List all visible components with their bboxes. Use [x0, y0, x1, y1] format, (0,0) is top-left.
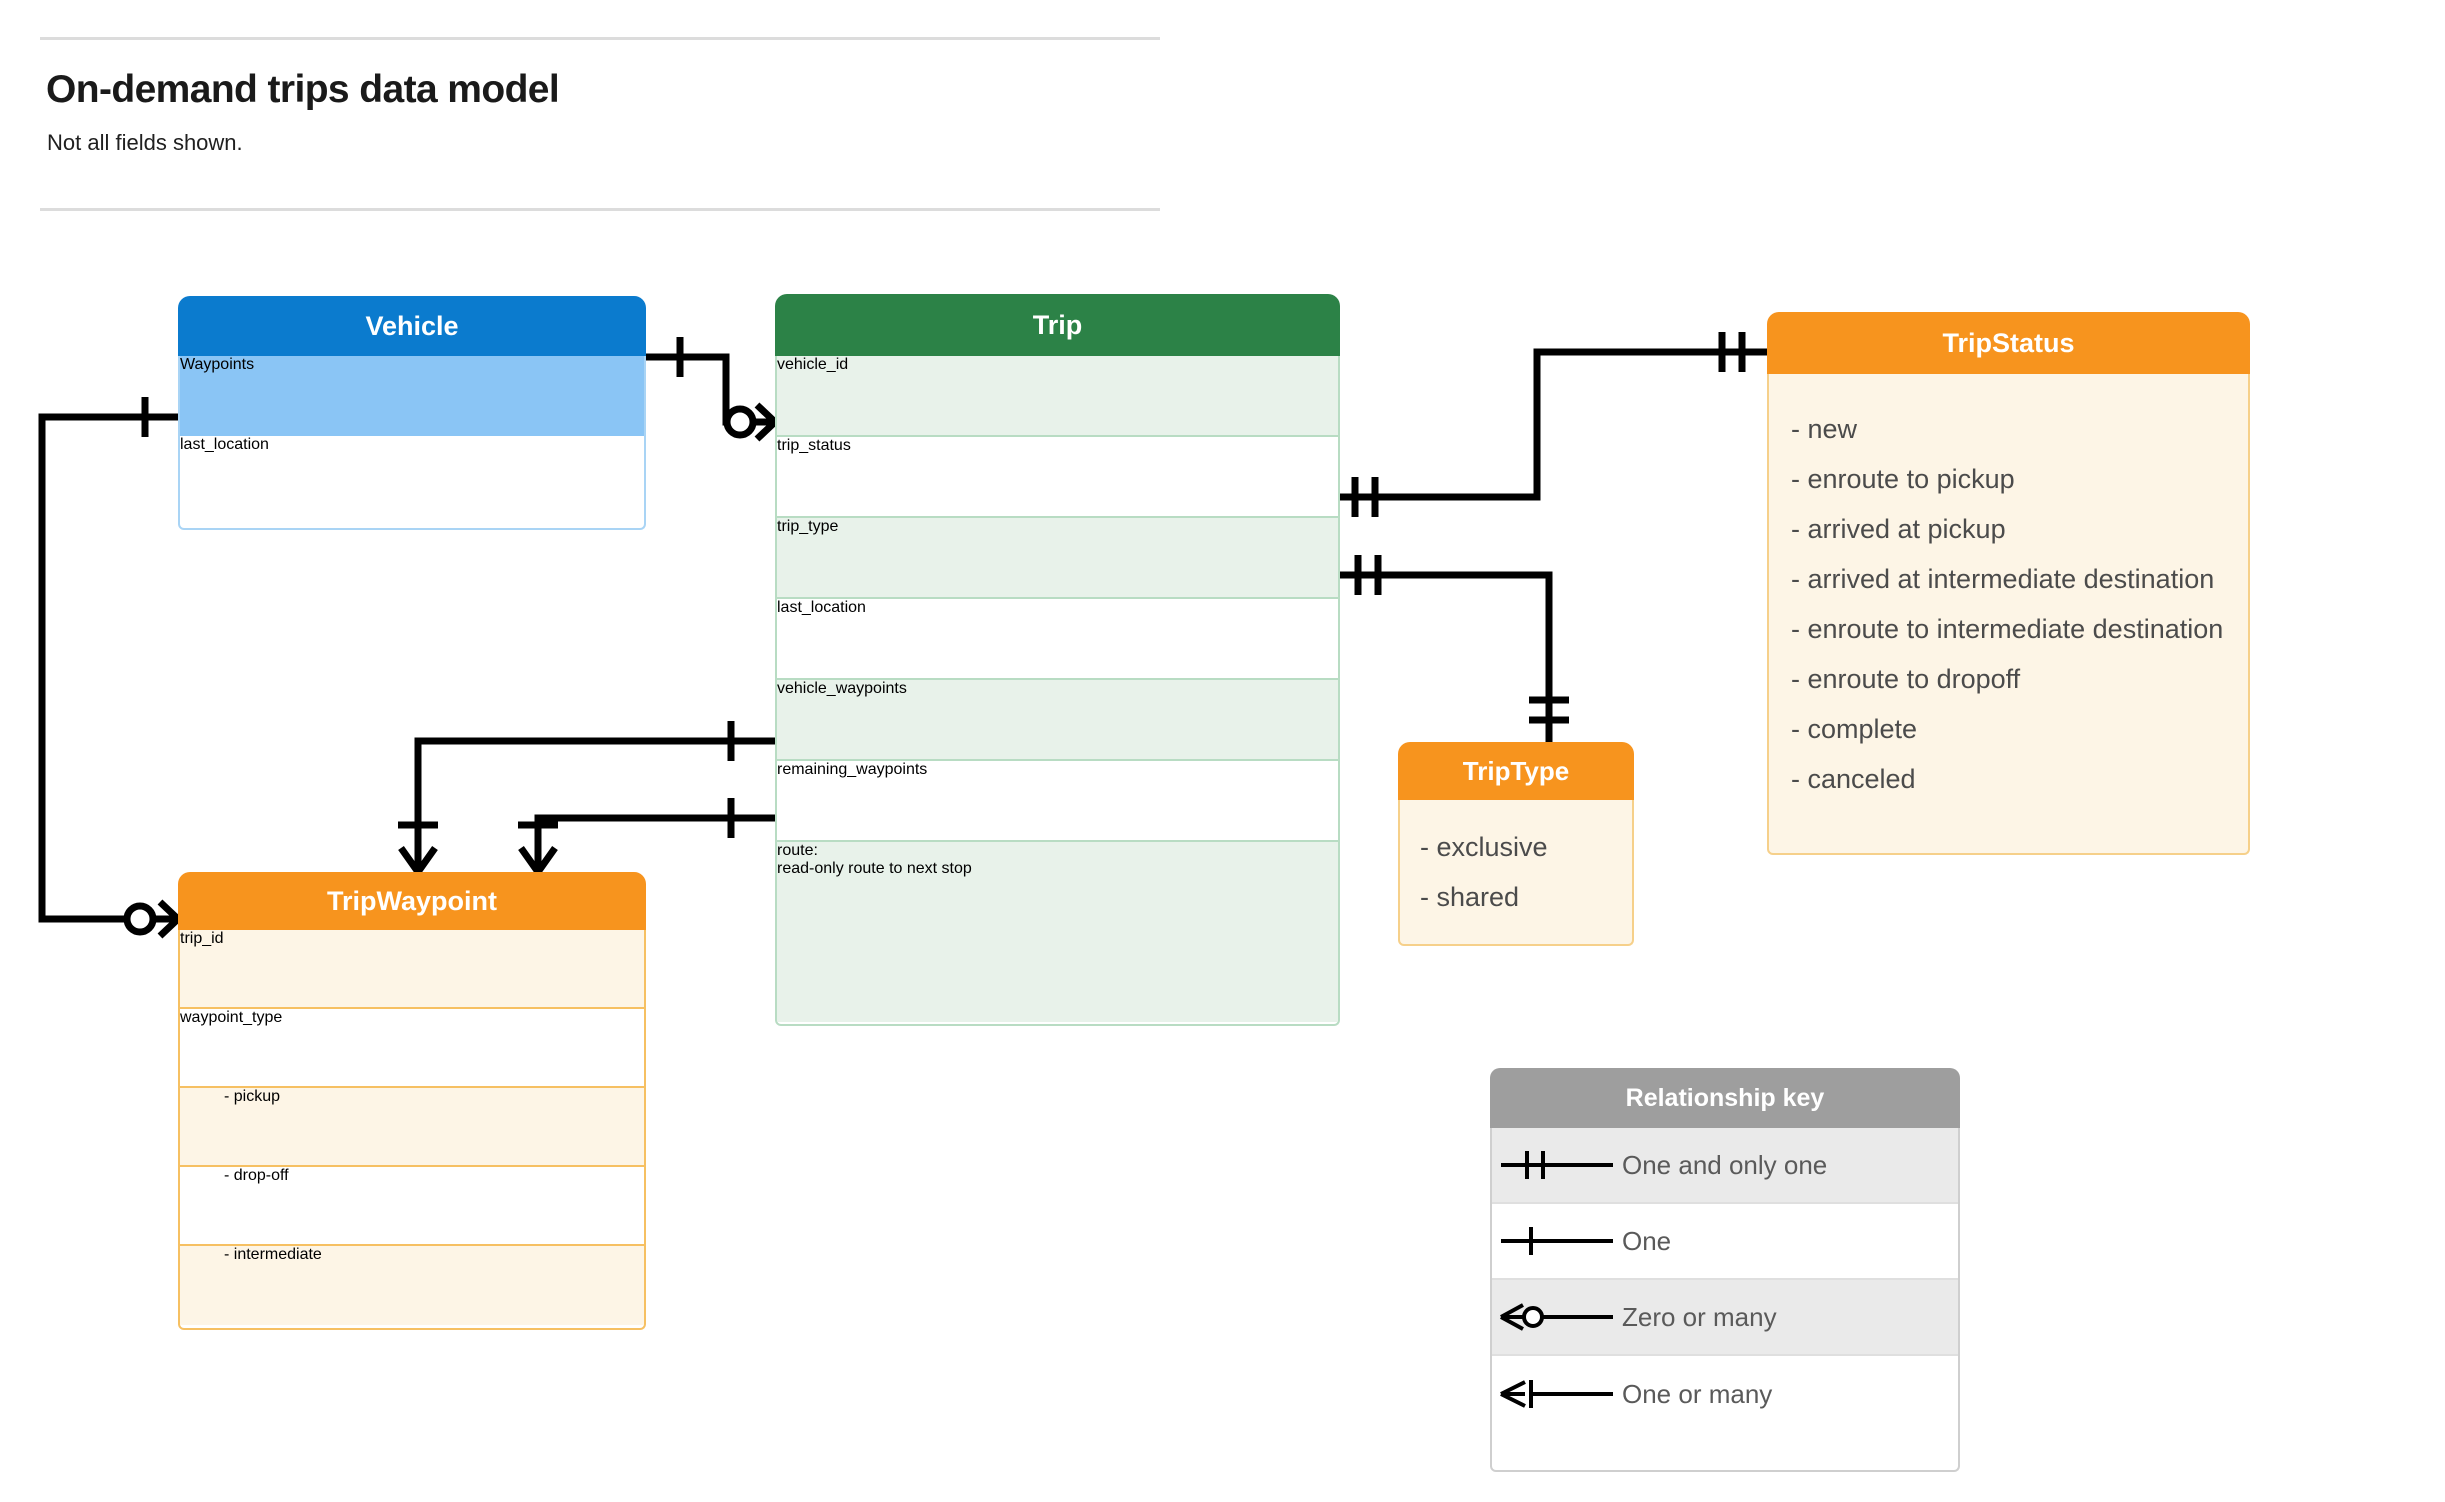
enum-row[interactable]: - pickup [180, 1088, 644, 1167]
page-subtitle: Not all fields shown. [47, 130, 243, 155]
enum-value: - arrived at intermediate destination [1791, 564, 2215, 594]
entity-trip-status-values: - new - enroute to pickup - arrived at p… [1767, 374, 2250, 855]
field-row-route[interactable]: route: read-only route to next stop [777, 842, 1338, 1022]
legend-label: One [1622, 1225, 1672, 1256]
entity-vehicle-fields: Waypoints last_location [178, 356, 646, 530]
wire-vehicle-waypoints-field [414, 737, 775, 872]
legend-row-one-and-only-one: One and only one [1492, 1128, 1958, 1204]
entity-trip-status-title: TripStatus [1767, 312, 2250, 374]
field-row[interactable]: vehicle_waypoints [777, 680, 1338, 761]
legend-label: One and only one [1622, 1149, 1828, 1180]
enum-row[interactable]: - drop-off [180, 1167, 644, 1246]
enum-value: - arrived at pickup [1791, 514, 2006, 544]
tick-double-trip-status-left [1351, 477, 1379, 517]
legend-row-zero-or-many: Zero or many [1492, 1280, 1958, 1356]
relationship-key-title: Relationship key [1490, 1068, 1960, 1128]
entity-trip-type-values: - exclusive - shared [1398, 800, 1634, 946]
field-row[interactable]: last_location [180, 436, 644, 516]
field-row[interactable]: trip_type [777, 518, 1338, 599]
one-or-many-icon [1492, 1374, 1622, 1414]
relationship-key-panel: Relationship key [1490, 1068, 1960, 1128]
wire-remaining-waypoints [534, 814, 775, 872]
legend-row-one-or-many: One or many [1492, 1356, 1958, 1432]
wire-vehicle-waypoints-tripwaypoint [38, 413, 178, 923]
wire-trip-triptype [1340, 571, 1553, 742]
tick-double-trip-type-left [1354, 555, 1382, 595]
field-row[interactable]: Waypoints [180, 356, 644, 436]
one-and-only-one-icon [1492, 1145, 1622, 1185]
one-icon [1492, 1221, 1622, 1261]
header-divider-top [40, 37, 1160, 40]
entity-trip-type[interactable]: TripType [1398, 742, 1634, 800]
route-label: route: [777, 842, 818, 859]
crowfoot-vehicle-waypoints [157, 899, 181, 939]
entity-vehicle-title: Vehicle [178, 296, 646, 356]
enum-value: - enroute to dropoff [1791, 664, 2021, 694]
entity-trip-status[interactable]: TripStatus [1767, 312, 2250, 374]
tick-double-trip-type-bottom [1529, 696, 1569, 724]
entity-trip-waypoint-title: TripWaypoint [178, 872, 646, 930]
zero-or-many-icon [1492, 1297, 1622, 1337]
page-title: On-demand trips data model [46, 68, 560, 111]
field-row[interactable]: vehicle_id [777, 356, 1338, 437]
zero-circle-vehicle-waypoints [123, 902, 157, 936]
enum-value: - shared [1420, 882, 1520, 912]
field-row[interactable]: waypoint_type [180, 1009, 644, 1088]
field-row[interactable]: last_location [777, 599, 1338, 680]
enum-value: - enroute to intermediate destination [1791, 614, 2224, 644]
enum-value: - new [1791, 414, 1858, 444]
entity-trip-waypoint-fields: trip_id waypoint_type - pickup - drop-of… [178, 930, 646, 1330]
enum-value: - exclusive [1420, 832, 1548, 862]
entity-trip[interactable]: Trip [775, 294, 1340, 356]
legend-row-one: One [1492, 1204, 1958, 1280]
enum-value: - enroute to pickup [1791, 464, 2015, 494]
enum-value: - complete [1791, 714, 1918, 744]
enum-row[interactable]: - intermediate [180, 1246, 644, 1325]
wire-vehicle-trip [646, 353, 775, 426]
crowfoot-remaining-waypoints [518, 845, 558, 875]
crowfoot-vehicle-waypoints-field [398, 845, 438, 875]
field-row[interactable]: trip_id [180, 930, 644, 1009]
header-divider-bottom [40, 208, 1160, 211]
entity-trip-title: Trip [775, 294, 1340, 356]
legend-label: One or many [1622, 1378, 1773, 1409]
entity-trip-type-title: TripType [1398, 742, 1634, 800]
field-row[interactable]: trip_status [777, 437, 1338, 518]
entity-trip-waypoint[interactable]: TripWaypoint [178, 872, 646, 930]
tick-double-trip-status-right [1718, 332, 1746, 372]
legend-label: Zero or many [1622, 1301, 1777, 1332]
crowfoot-vehicle-trip [754, 402, 778, 442]
enum-value: - canceled [1791, 764, 1916, 794]
wire-trip-tripstatus [1340, 348, 1767, 501]
relationship-key-rows: One and only one One [1490, 1128, 1960, 1472]
entity-trip-fields: vehicle_id trip_status trip_type last_lo… [775, 356, 1340, 1026]
zero-circle-vehicle-trip [723, 405, 757, 439]
field-row[interactable]: remaining_waypoints [777, 761, 1338, 842]
entity-vehicle[interactable]: Vehicle [178, 296, 646, 416]
route-description: read-only route to next stop [777, 860, 972, 877]
